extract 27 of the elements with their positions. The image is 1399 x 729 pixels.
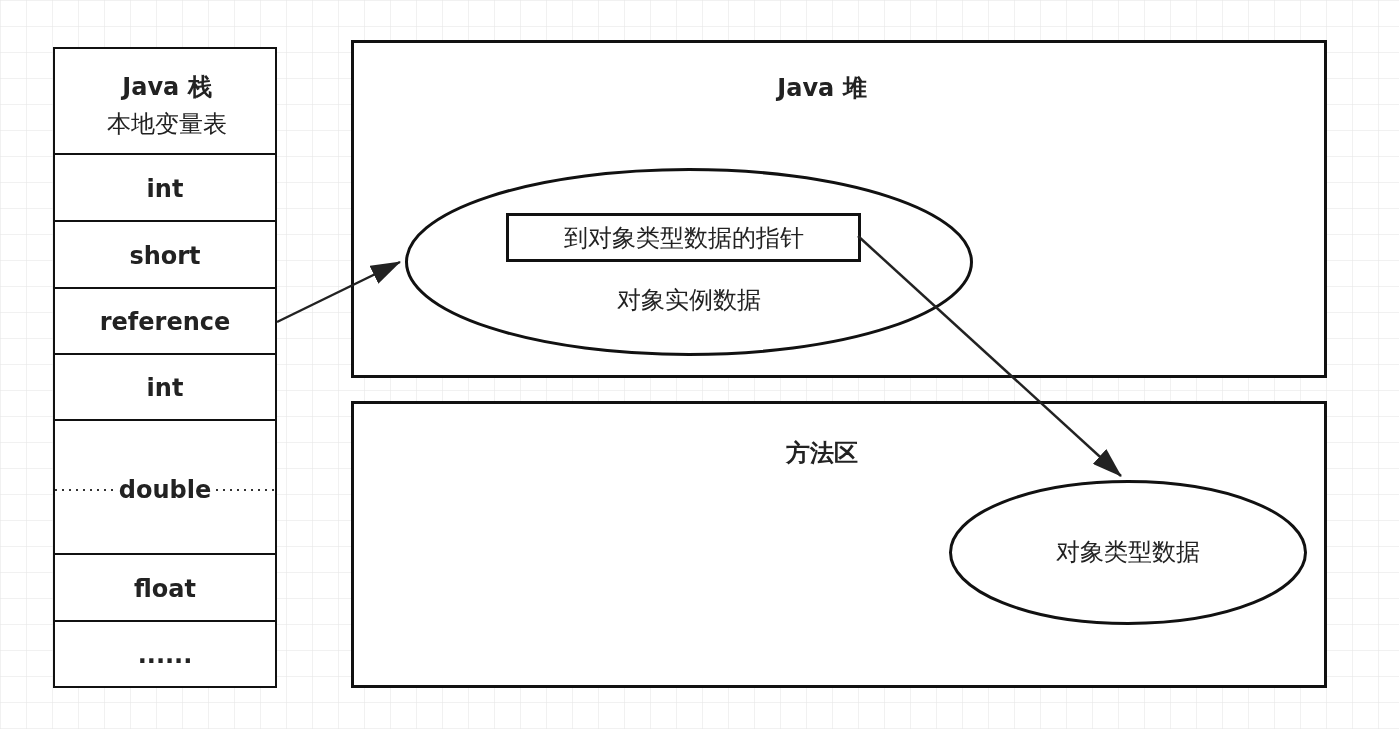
- arrow: [276, 260, 401, 324]
- stack-cell-label: reference: [99, 308, 231, 336]
- memory-area-box: [351, 40, 1327, 378]
- stack-title: Java 栈: [122, 72, 212, 103]
- pointer-box: 到对象类型数据的指针: [506, 213, 861, 262]
- stack-cell: [53, 287, 277, 355]
- ellipse-label: 对象实例数据: [617, 285, 761, 316]
- stack-cell: [53, 353, 277, 421]
- memory-area-box: [351, 401, 1327, 688]
- arrow: [857, 235, 1122, 477]
- stack-cell: [53, 220, 277, 289]
- ellipse-label: 对象类型数据: [1056, 537, 1200, 568]
- stack-subtitle: 本地变量表: [107, 109, 227, 140]
- stack-cell-label: ......: [137, 641, 193, 669]
- stack-cell: [53, 419, 277, 555]
- area-title: 方法区: [786, 438, 858, 469]
- stack-cell: [53, 553, 277, 622]
- stack-cell: [53, 620, 277, 688]
- stack-cell: [53, 153, 277, 222]
- stack-cell-label: int: [146, 174, 184, 203]
- stack-cell-label: int: [146, 374, 184, 402]
- area-title: Java 堆: [777, 73, 867, 104]
- ellipse: [405, 168, 973, 356]
- stack-cell-label: float: [134, 574, 196, 603]
- stack-header-cell: [53, 47, 277, 155]
- stack-cell-label: short: [129, 241, 201, 270]
- ellipse: [949, 480, 1307, 625]
